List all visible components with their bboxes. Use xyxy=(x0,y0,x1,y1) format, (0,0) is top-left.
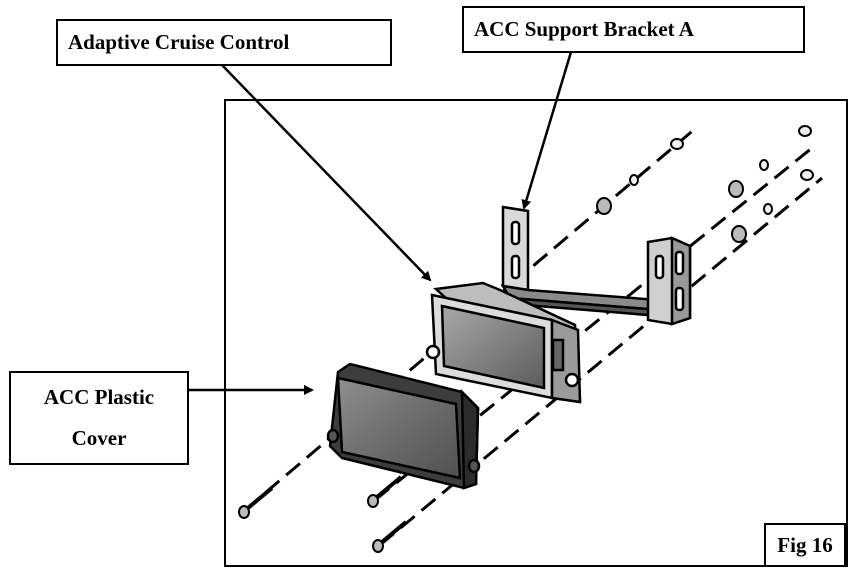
bolt-head-icon xyxy=(372,539,384,553)
callout-label: ACC Support Bracket A xyxy=(474,17,695,41)
washer-icon xyxy=(731,225,747,243)
callout-label-line2: Cover xyxy=(72,426,127,450)
figure-frame xyxy=(224,99,848,567)
nut-icon xyxy=(670,138,684,150)
washer-icon xyxy=(763,203,773,215)
washer-icon xyxy=(728,180,744,198)
bolt-icon xyxy=(375,475,403,499)
figure-label: Fig 16 xyxy=(777,533,832,557)
callout-support-bracket: ACC Support Bracket A xyxy=(462,6,805,53)
leader-arrows xyxy=(188,51,573,395)
bolt-head-icon xyxy=(238,505,250,519)
bolts xyxy=(238,475,408,553)
nut-icon xyxy=(800,169,814,181)
bolt-icon xyxy=(246,486,274,510)
washer-icon xyxy=(596,197,612,215)
callout-plastic-cover: ACC Plastic Cover xyxy=(9,371,189,465)
arrow-to-acc-module xyxy=(221,64,432,282)
acc-module xyxy=(425,281,582,404)
arrow-to-bracket xyxy=(521,51,573,210)
figure-label-box: Fig 16 xyxy=(764,523,846,567)
bolt-icon xyxy=(380,520,408,544)
bolt-head-icon xyxy=(367,494,379,508)
callout-label: Adaptive Cruise Control xyxy=(68,30,289,54)
callout-label-line1: ACC Plastic xyxy=(44,385,154,409)
nut-icon xyxy=(798,125,812,137)
callout-adaptive-cruise-control: Adaptive Cruise Control xyxy=(56,19,392,66)
acc-plastic-cover xyxy=(326,362,481,490)
washer-icon xyxy=(759,159,769,171)
washer-icon xyxy=(629,174,639,186)
fasteners-top xyxy=(596,125,814,243)
